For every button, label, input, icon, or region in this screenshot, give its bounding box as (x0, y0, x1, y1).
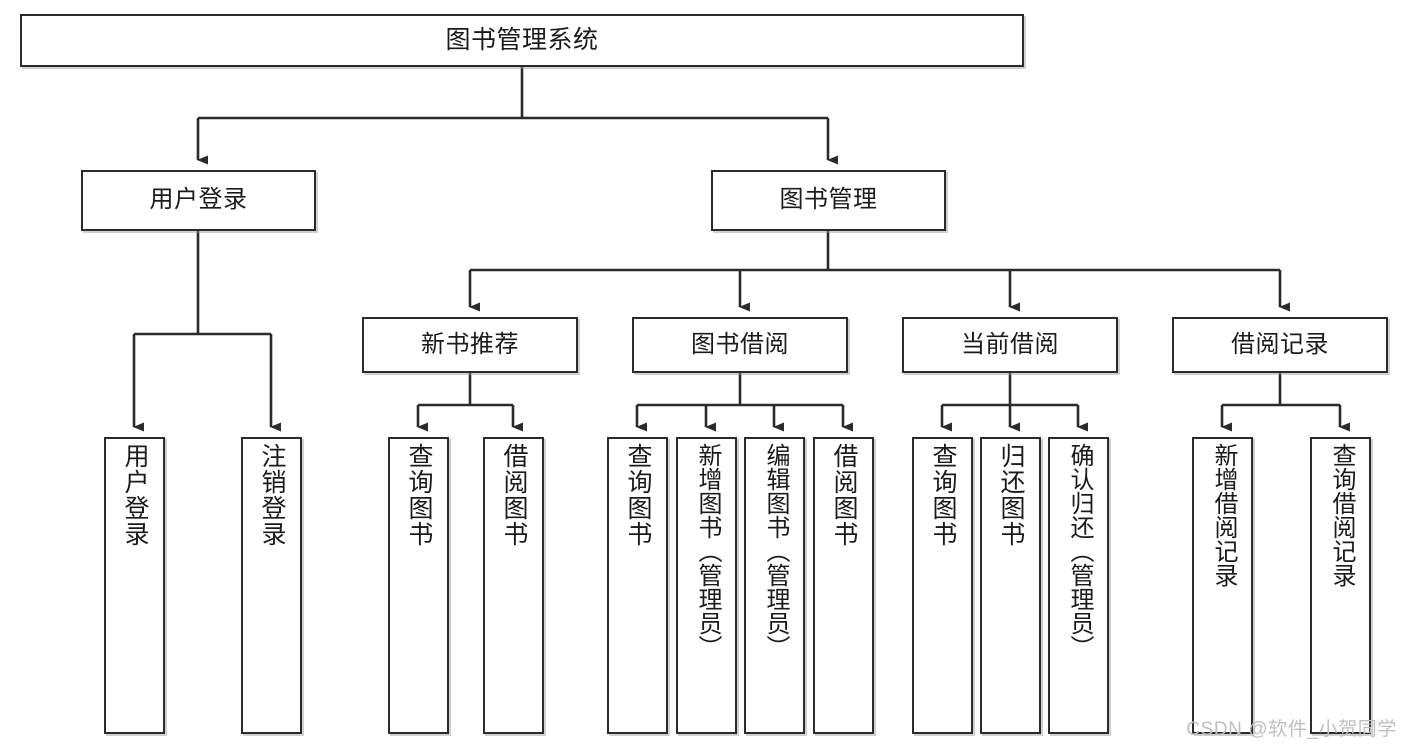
node-label: 新增借阅记录 (1209, 443, 1237, 587)
node-root-book-management-system[interactable]: 图书管理系统 (20, 14, 1024, 67)
node-label: 图书借阅 (691, 330, 789, 358)
node-label: 新增图书（管理员） (693, 443, 721, 659)
node-label: 查询图书 (929, 443, 957, 547)
node-book-management[interactable]: 图书管理 (711, 170, 946, 231)
node-label: 借阅图书 (500, 443, 528, 547)
node-label: 归还图书 (997, 443, 1025, 547)
node-label: 借阅图书 (830, 443, 858, 547)
node-leaf-query-book-3[interactable]: 查询图书 (912, 437, 973, 734)
node-leaf-confirm-return[interactable]: 确认归还（管理员） (1048, 437, 1109, 734)
node-leaf-logout-login[interactable]: 注销登录 (241, 437, 302, 734)
node-label: 新书推荐 (421, 330, 519, 358)
node-leaf-add-book[interactable]: 新增图书（管理员） (676, 437, 737, 734)
node-label: 借阅记录 (1231, 330, 1329, 358)
node-label: 确认归还（管理员） (1065, 443, 1093, 659)
node-leaf-return-book[interactable]: 归还图书 (980, 437, 1041, 734)
csdn-watermark: CSDN @软件_小贺同学 (1186, 719, 1397, 740)
node-label: 图书管理 (779, 186, 878, 214)
node-current-borrow[interactable]: 当前借阅 (902, 317, 1118, 373)
node-label: 查询借阅记录 (1327, 443, 1355, 587)
node-leaf-edit-book[interactable]: 编辑图书（管理员） (744, 437, 805, 734)
node-label: 用户登录 (121, 443, 149, 547)
node-leaf-borrow-book-2[interactable]: 借阅图书 (813, 437, 874, 734)
node-book-borrow[interactable]: 图书借阅 (632, 317, 848, 373)
node-label: 用户登录 (149, 186, 248, 214)
node-leaf-add-record[interactable]: 新增借阅记录 (1192, 437, 1253, 734)
node-user-login[interactable]: 用户登录 (81, 170, 316, 231)
node-label: 编辑图书（管理员） (761, 443, 789, 659)
node-leaf-query-record[interactable]: 查询借阅记录 (1310, 437, 1371, 734)
node-leaf-borrow-book-1[interactable]: 借阅图书 (483, 437, 544, 734)
node-label: 当前借阅 (961, 330, 1059, 358)
node-leaf-user-login[interactable]: 用户登录 (104, 437, 165, 734)
node-leaf-query-book-2[interactable]: 查询图书 (607, 437, 668, 734)
node-label: 查询图书 (624, 443, 652, 547)
node-new-book-recommend[interactable]: 新书推荐 (362, 317, 578, 373)
node-leaf-query-book-1[interactable]: 查询图书 (388, 437, 449, 734)
node-label: 注销登录 (258, 443, 286, 547)
node-label: 图书管理系统 (445, 25, 599, 54)
node-label: 查询图书 (405, 443, 433, 547)
node-borrow-record[interactable]: 借阅记录 (1172, 317, 1388, 373)
